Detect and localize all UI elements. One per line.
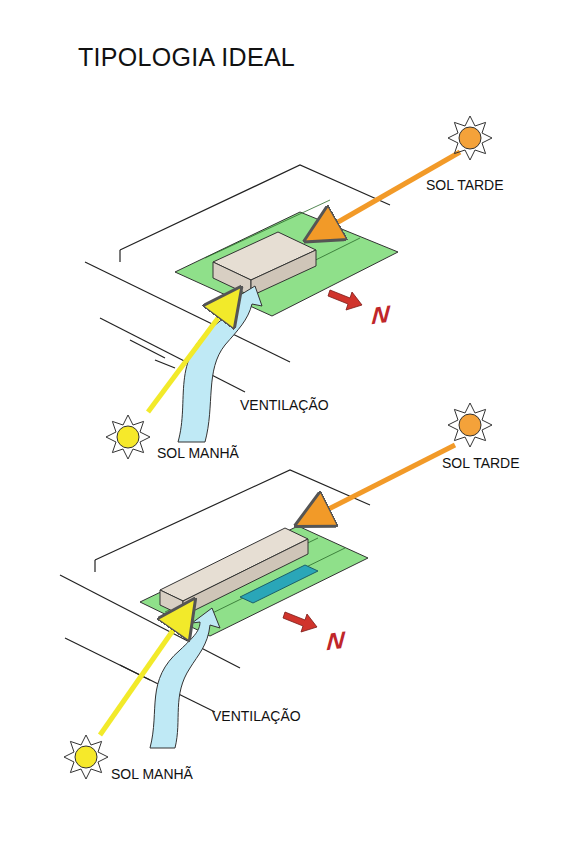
morning-sun-ray [148,294,236,412]
sun-label: SOL TARDE [442,456,520,471]
building-long [160,528,308,616]
ventilation-label: VENTILAÇÃO [212,709,301,724]
sun-rays [448,403,492,447]
sun-rays [448,116,492,160]
north-letter: N [371,301,391,330]
diagram-title: TIPOLOGIA IDEAL [78,44,295,72]
ventilation-arrow [178,286,262,442]
north-arrow [283,612,317,632]
sun [75,746,97,768]
pool [240,565,318,603]
ventilation-arrow [150,608,220,748]
ventilation-label: VENTILAÇÃO [240,398,329,413]
sun [117,426,139,448]
sun [459,127,481,149]
building-block [213,232,316,296]
sun-rays [64,735,108,779]
sun-rays [106,415,150,459]
afternoon-sun-ray [312,152,460,237]
sun-label: SOL TARDE [426,178,504,193]
north-letter: N [326,627,346,656]
sun [459,414,481,436]
sun-label: SOL MANHÃ [157,446,239,461]
sun-label: SOL MANHÃ [111,767,193,782]
afternoon-sun-ray [303,445,455,522]
north-arrow [328,290,362,310]
morning-sun-ray [100,606,190,735]
